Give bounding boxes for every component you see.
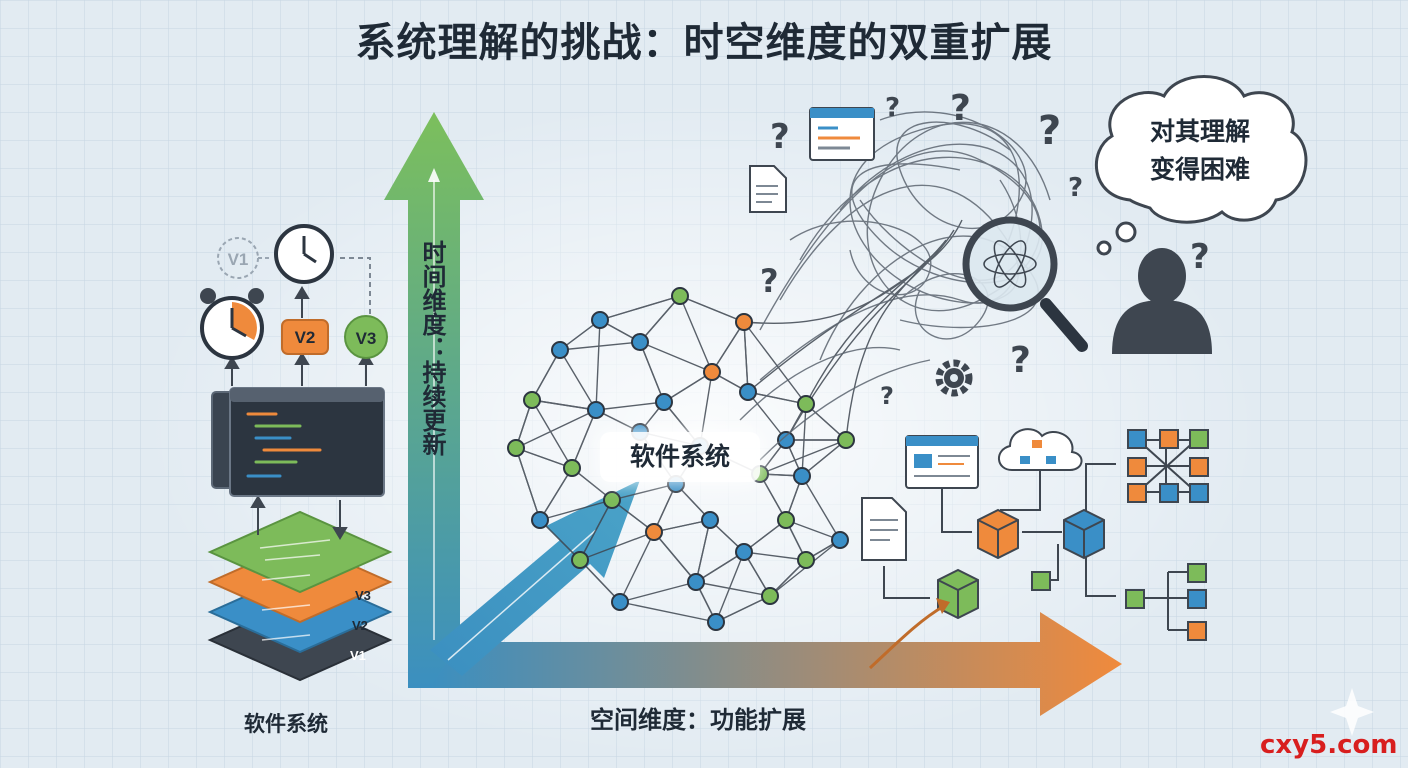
thought-bubble-text: 对其理解 变得困难 [1120, 113, 1280, 189]
network-node [777, 511, 795, 529]
sparkle-icon [1330, 688, 1374, 736]
page-title: 系统理解的挑战：时空维度的双重扩展 [355, 20, 1053, 66]
svg-text:?: ? [1038, 108, 1061, 154]
version-badge-v2: V2 [281, 319, 329, 355]
network-node [591, 311, 609, 329]
svg-text:?: ? [885, 93, 900, 123]
layer-flow-arrows [250, 495, 348, 540]
network-node [837, 431, 855, 449]
network-node [523, 391, 541, 409]
network-node [707, 613, 725, 631]
core-label: 软件系统 [600, 432, 760, 482]
network-node [587, 401, 605, 419]
thought-bubble [1095, 75, 1308, 256]
watermark: cxy5.com [1260, 730, 1398, 760]
time-axis-label: 时间维度：持续更新 [418, 240, 446, 456]
network-node [551, 341, 569, 359]
left-caption: 软件系统 [244, 712, 328, 736]
network-node [571, 551, 589, 569]
svg-text:?: ? [950, 88, 971, 129]
svg-text:V1: V1 [228, 250, 249, 269]
network-node [703, 363, 721, 381]
clock-icon [274, 224, 334, 284]
network-node [735, 313, 753, 331]
svg-text:V3: V3 [356, 329, 377, 348]
version-arrows [224, 286, 374, 386]
network-node [761, 587, 779, 605]
modular-architecture [861, 428, 1209, 670]
svg-text:?: ? [1190, 237, 1210, 277]
network-node [831, 531, 849, 549]
network-node [797, 395, 815, 413]
network-node [739, 383, 757, 401]
thought-bubble-line-2: 变得困难 [1149, 155, 1250, 184]
thought-bubble-line-1: 对其理解 [1149, 117, 1250, 146]
svg-text:V2: V2 [295, 328, 316, 347]
svg-text:?: ? [760, 262, 779, 300]
network-node [603, 491, 621, 509]
space-axis-label: 空间维度：功能扩展 [590, 706, 806, 734]
document-icon [749, 165, 787, 213]
magnifier-icon [962, 216, 1088, 352]
network-node [531, 511, 549, 529]
gear-icon [935, 359, 973, 397]
layer-label-v3: V3 [355, 588, 371, 603]
svg-text:?: ? [1068, 173, 1083, 203]
layer-label-v2: V2 [352, 618, 368, 633]
browser-window-icon [809, 107, 875, 161]
network-node [655, 393, 673, 411]
network-node [793, 467, 811, 485]
svg-text:?: ? [770, 117, 790, 157]
space-axis-arrow [430, 612, 1122, 716]
network-node [687, 573, 705, 591]
network-node [563, 459, 581, 477]
network-node [631, 333, 649, 351]
time-axis-arrow [384, 112, 484, 688]
version-layers: V3 V2 V1 [207, 510, 393, 682]
network-node [735, 543, 753, 561]
svg-text:?: ? [1010, 340, 1031, 381]
code-window-front [229, 387, 385, 497]
alarm-clock-icon [200, 288, 264, 360]
svg-text:?: ? [880, 382, 894, 410]
version-dashed-link [340, 257, 371, 316]
person-icon [1112, 248, 1212, 354]
network-node [701, 511, 719, 529]
network-node [777, 431, 795, 449]
network-node [507, 439, 525, 457]
network-node [611, 593, 629, 611]
network-node [645, 523, 663, 541]
network-node [797, 551, 815, 569]
question-marks: ? ? ? ? ? ? ? ? ? [760, 88, 1210, 410]
version-badge-v3: V3 [344, 315, 388, 359]
network-node [671, 287, 689, 305]
layer-label-v1: V1 [350, 648, 366, 663]
